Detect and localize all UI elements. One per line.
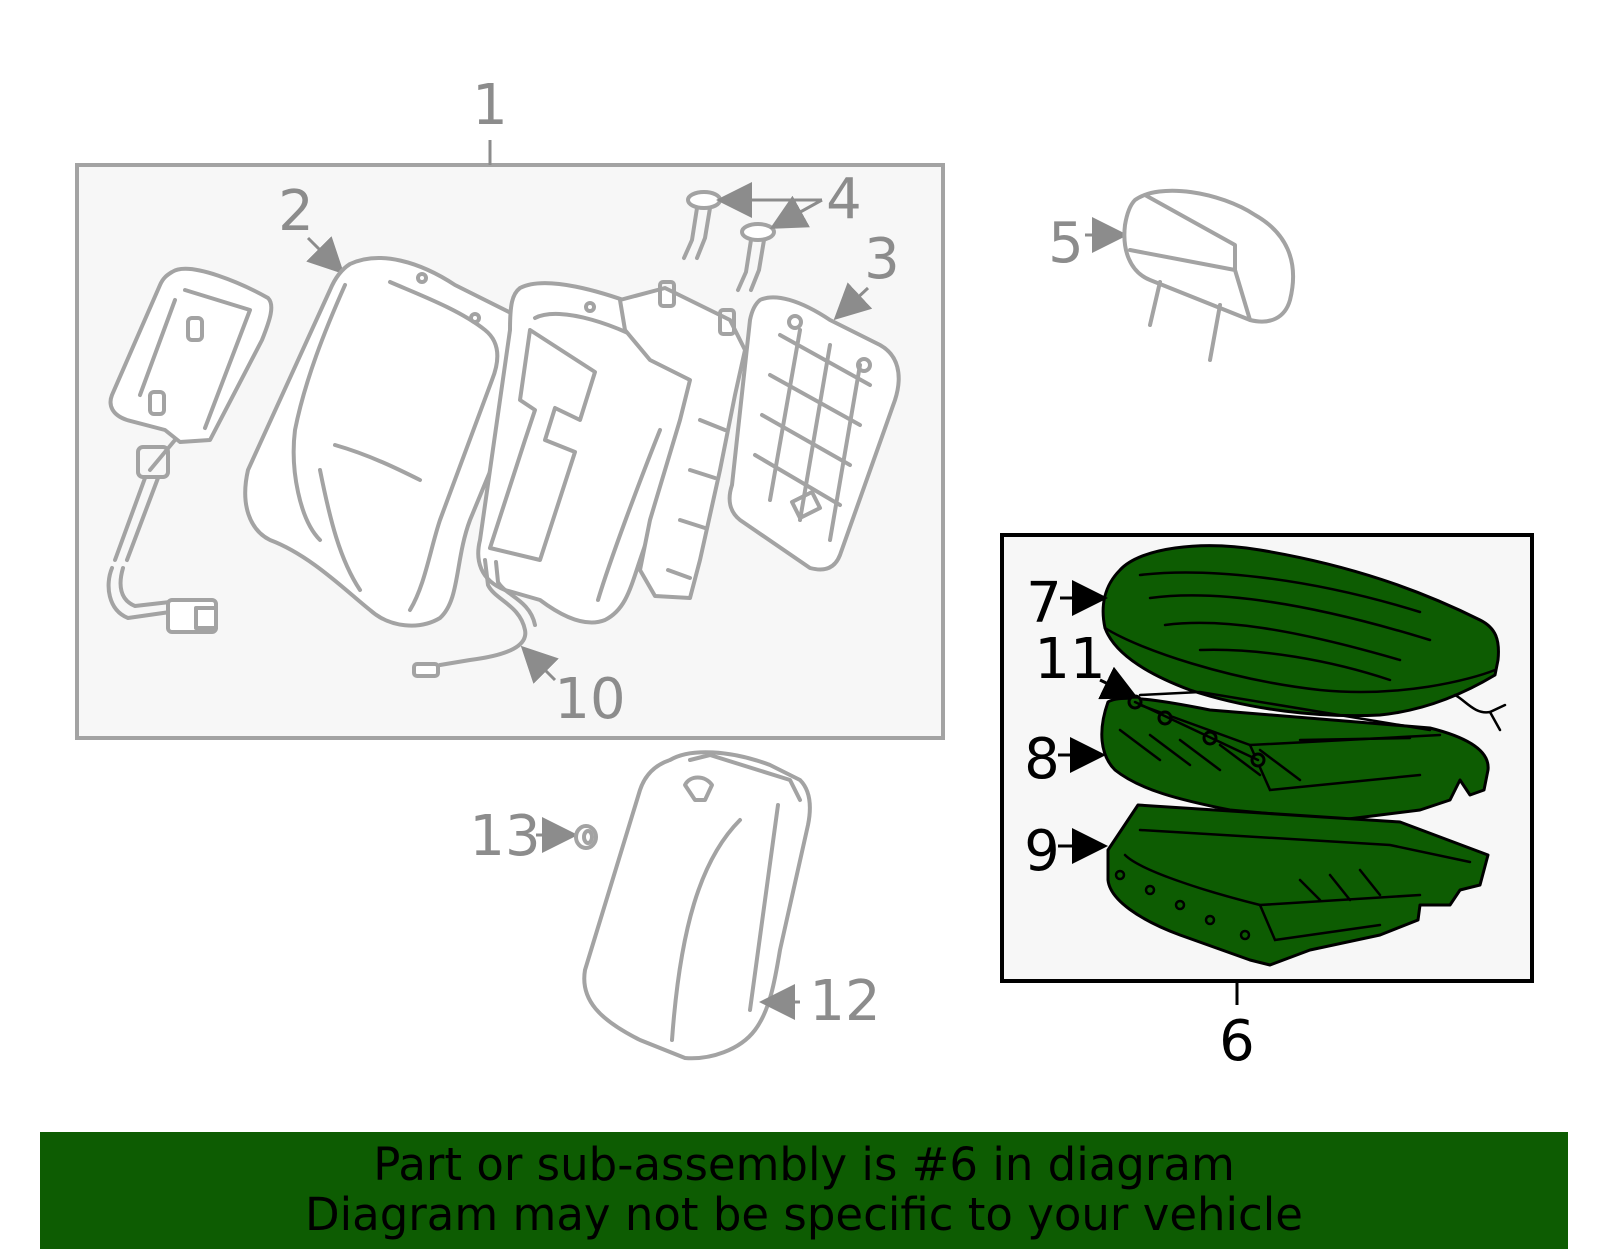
seat-back-board	[582, 750, 812, 1061]
callout-4-leader-b	[769, 195, 823, 229]
callout-13-label: 13	[469, 804, 540, 869]
callout-4-label: 4	[826, 167, 862, 232]
callout-7-label: 7	[1026, 571, 1062, 636]
callout-12-label: 12	[809, 969, 880, 1034]
seat-back-panel	[727, 295, 901, 572]
cushion-wire-part[interactable]	[1127, 690, 1507, 768]
callout-9-label: 9	[1024, 819, 1060, 884]
callout-10-label: 10	[554, 667, 625, 732]
wire-part	[412, 558, 537, 678]
wire-harness-connector	[106, 566, 218, 634]
callout-8-label: 8	[1024, 727, 1060, 792]
callout-11-label: 11	[1034, 627, 1105, 692]
headrest	[1122, 188, 1296, 362]
callout-2-leader	[306, 236, 345, 275]
seat-cushion-cover[interactable]	[1101, 544, 1500, 718]
info-banner: Part or sub-assembly is #6 in diagram Di…	[40, 1132, 1568, 1249]
seat-cushion-frame[interactable]	[1106, 803, 1490, 967]
callout-11-leader	[1098, 666, 1139, 700]
callout-6-label: 6	[1219, 1009, 1255, 1074]
callout-1-label: 1	[472, 73, 508, 138]
seat-back-frame	[618, 280, 747, 600]
banner-line-2: Diagram may not be specific to your vehi…	[305, 1188, 1303, 1241]
banner-line-1: Part or sub-assembly is #6 in diagram	[373, 1138, 1235, 1191]
callout-3-label: 3	[864, 227, 900, 292]
callout-5-label: 5	[1048, 211, 1084, 276]
callout-2-label: 2	[278, 179, 314, 244]
callout-10-leader	[520, 645, 559, 684]
side-trim-panel	[108, 266, 274, 562]
seat-cushion-pad[interactable]	[1100, 696, 1490, 822]
clip-part	[574, 824, 598, 850]
callout-3-leader	[833, 282, 873, 321]
bolt-part	[682, 190, 776, 292]
